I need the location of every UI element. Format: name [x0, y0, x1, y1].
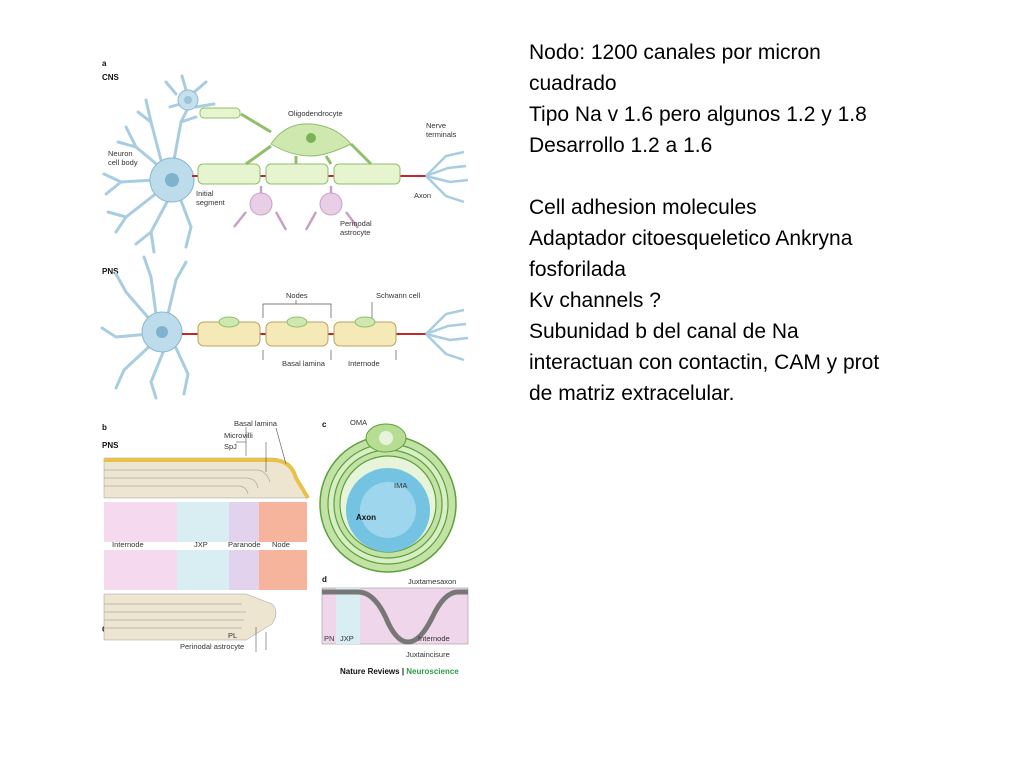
internode-label: Internode [348, 359, 380, 368]
panel-b: b PNS CNS [102, 419, 310, 652]
schwann-nucleus-3 [354, 316, 376, 328]
b-node-top [259, 502, 307, 544]
c-ima-label: IMA [394, 481, 407, 490]
cns-nerve-terminals [425, 150, 469, 204]
figure-credit: Nature Reviews | Neuroscience [340, 667, 459, 676]
c-oma-label: OMA [350, 418, 367, 427]
figure-svg: a CNS [100, 59, 469, 676]
note-line-2: cuadrado [529, 72, 617, 95]
oligodendrocyte [240, 112, 373, 166]
oligo-nucleus [306, 133, 316, 143]
note-line-9: Kv channels ? [529, 289, 661, 312]
note-line-10: Subunidad b del canal de Na [529, 320, 799, 343]
panel-a-cns: a CNS [102, 59, 469, 254]
c-axon-core [360, 482, 416, 538]
note-line-4: Desarrollo 1.2 a 1.6 [529, 134, 713, 157]
b-cns-myelin [103, 593, 277, 641]
slide-notes-text: Nodo: 1200 canales por micron cuadrado T… [529, 37, 969, 409]
pns-neuron-nucleus [156, 326, 168, 338]
note-line-7: Adaptador citoesqueletico Ankryna [529, 227, 853, 250]
astrocyte-processes [233, 186, 359, 231]
c-oma-loop [379, 431, 393, 445]
nerve-terminals-label-1: Nerve [426, 121, 446, 130]
b-top-lamellae [104, 469, 271, 495]
b-basal-lamina-label: Basal lamina [234, 419, 278, 428]
b-perinodal-astrocyte-label: Perinodal astrocyte [180, 642, 244, 651]
panel-b-label: b [102, 423, 107, 432]
pns-label: PNS [102, 267, 119, 276]
initial-segment-label-1: Initial [196, 189, 214, 198]
axon-label: Axon [414, 191, 431, 200]
myelin-node-figure: a CNS [96, 52, 476, 692]
b-paranode-top [229, 502, 259, 544]
b-pns-label: PNS [102, 441, 119, 450]
d-jxp-band [336, 588, 360, 644]
pns-dendrites [100, 255, 190, 400]
note-line-6: Cell adhesion molecules [529, 196, 757, 219]
note-line-8: fosforilada [529, 258, 626, 281]
b-basal-lamina-band [104, 458, 310, 500]
initial-segment-label-2: segment [196, 198, 226, 207]
cns-dendrites [102, 74, 216, 254]
b-leaders [236, 427, 287, 652]
astro-nucleus [184, 96, 192, 104]
note-spacer [529, 161, 969, 192]
panel-a-pns: PNS [100, 255, 469, 400]
b-microvilli-label: Microvilli [224, 431, 253, 440]
pns-nerve-terminals [425, 308, 469, 362]
cns-myelin-2 [265, 163, 329, 185]
b-internode-bottom [104, 548, 177, 590]
cns-myelin-1 [197, 163, 261, 185]
d-jxp-label: JXP [340, 634, 354, 643]
b-spj-label: SpJ [224, 442, 237, 451]
panel-d-label: d [322, 575, 327, 584]
note-line-12: de matriz extracelular. [529, 382, 735, 405]
neuron-cell-body-label-2: cell body [108, 158, 138, 167]
nerve-terminals-label-2: terminals [426, 130, 457, 139]
note-line-3: Tipo Na v 1.6 pero algunos 1.2 y 1.8 [529, 103, 867, 126]
b-jxp-top [177, 502, 229, 544]
b-paranode-label: Paranode [228, 540, 261, 549]
schwann-nucleus-1 [218, 316, 240, 328]
b-node-label: Node [272, 540, 290, 549]
perinodal-astrocyte-1 [249, 192, 273, 216]
panel-c-label: c [322, 420, 327, 429]
b-jxp-bottom [177, 548, 229, 590]
b-internode-top [104, 502, 177, 544]
panel-c: c OMA IMA Axon [319, 418, 457, 573]
basal-lamina-label: Basal lamina [282, 359, 326, 368]
nodes-label: Nodes [286, 291, 308, 300]
b-node-bottom [259, 548, 307, 590]
perinodal-astrocyte-label-2: astrocyte [340, 228, 370, 237]
neuron-cell-body-label-1: Neuron [108, 149, 133, 158]
note-line-1: Nodo: 1200 canales por micron [529, 41, 821, 64]
d-internode-label: Internode [418, 634, 450, 643]
d-pn-label: PN [324, 634, 334, 643]
perinodal-astrocyte-label-1: Perinodal [340, 219, 372, 228]
note-line-11: interactuan con contactin, CAM y prot [529, 351, 880, 374]
perinodal-astrocyte-2 [319, 192, 343, 216]
d-juxtamesaxon-label: Juxtamesaxon [408, 577, 456, 586]
b-paranode-bottom [229, 548, 259, 590]
b-internode-label: Internode [112, 540, 144, 549]
d-juxtaincisure-label: Juxtaincisure [406, 650, 450, 659]
panel-a-label: a [102, 59, 107, 68]
b-jxp-label: JXP [194, 540, 208, 549]
pns-leaders [262, 300, 397, 360]
oligodendrocyte-label: Oligodendrocyte [288, 109, 343, 118]
b-pl-label: PL [228, 631, 237, 640]
cns-myelin-3 [333, 163, 401, 185]
b-bottom-lamellae [104, 603, 246, 629]
d-juxtamesaxon-strip [322, 589, 468, 645]
schwann-nucleus-2 [286, 316, 308, 328]
c-axon-label: Axon [356, 513, 376, 522]
cns-myelin-loose [199, 107, 241, 119]
b-label-strip [104, 542, 307, 550]
cns-label: CNS [102, 73, 120, 82]
cns-neuron-nucleus [165, 173, 179, 187]
schwann-cell-label: Schwann cell [376, 291, 421, 300]
panel-d: d Juxtamesaxon PN JXP Internode Juxtainc… [321, 575, 469, 659]
